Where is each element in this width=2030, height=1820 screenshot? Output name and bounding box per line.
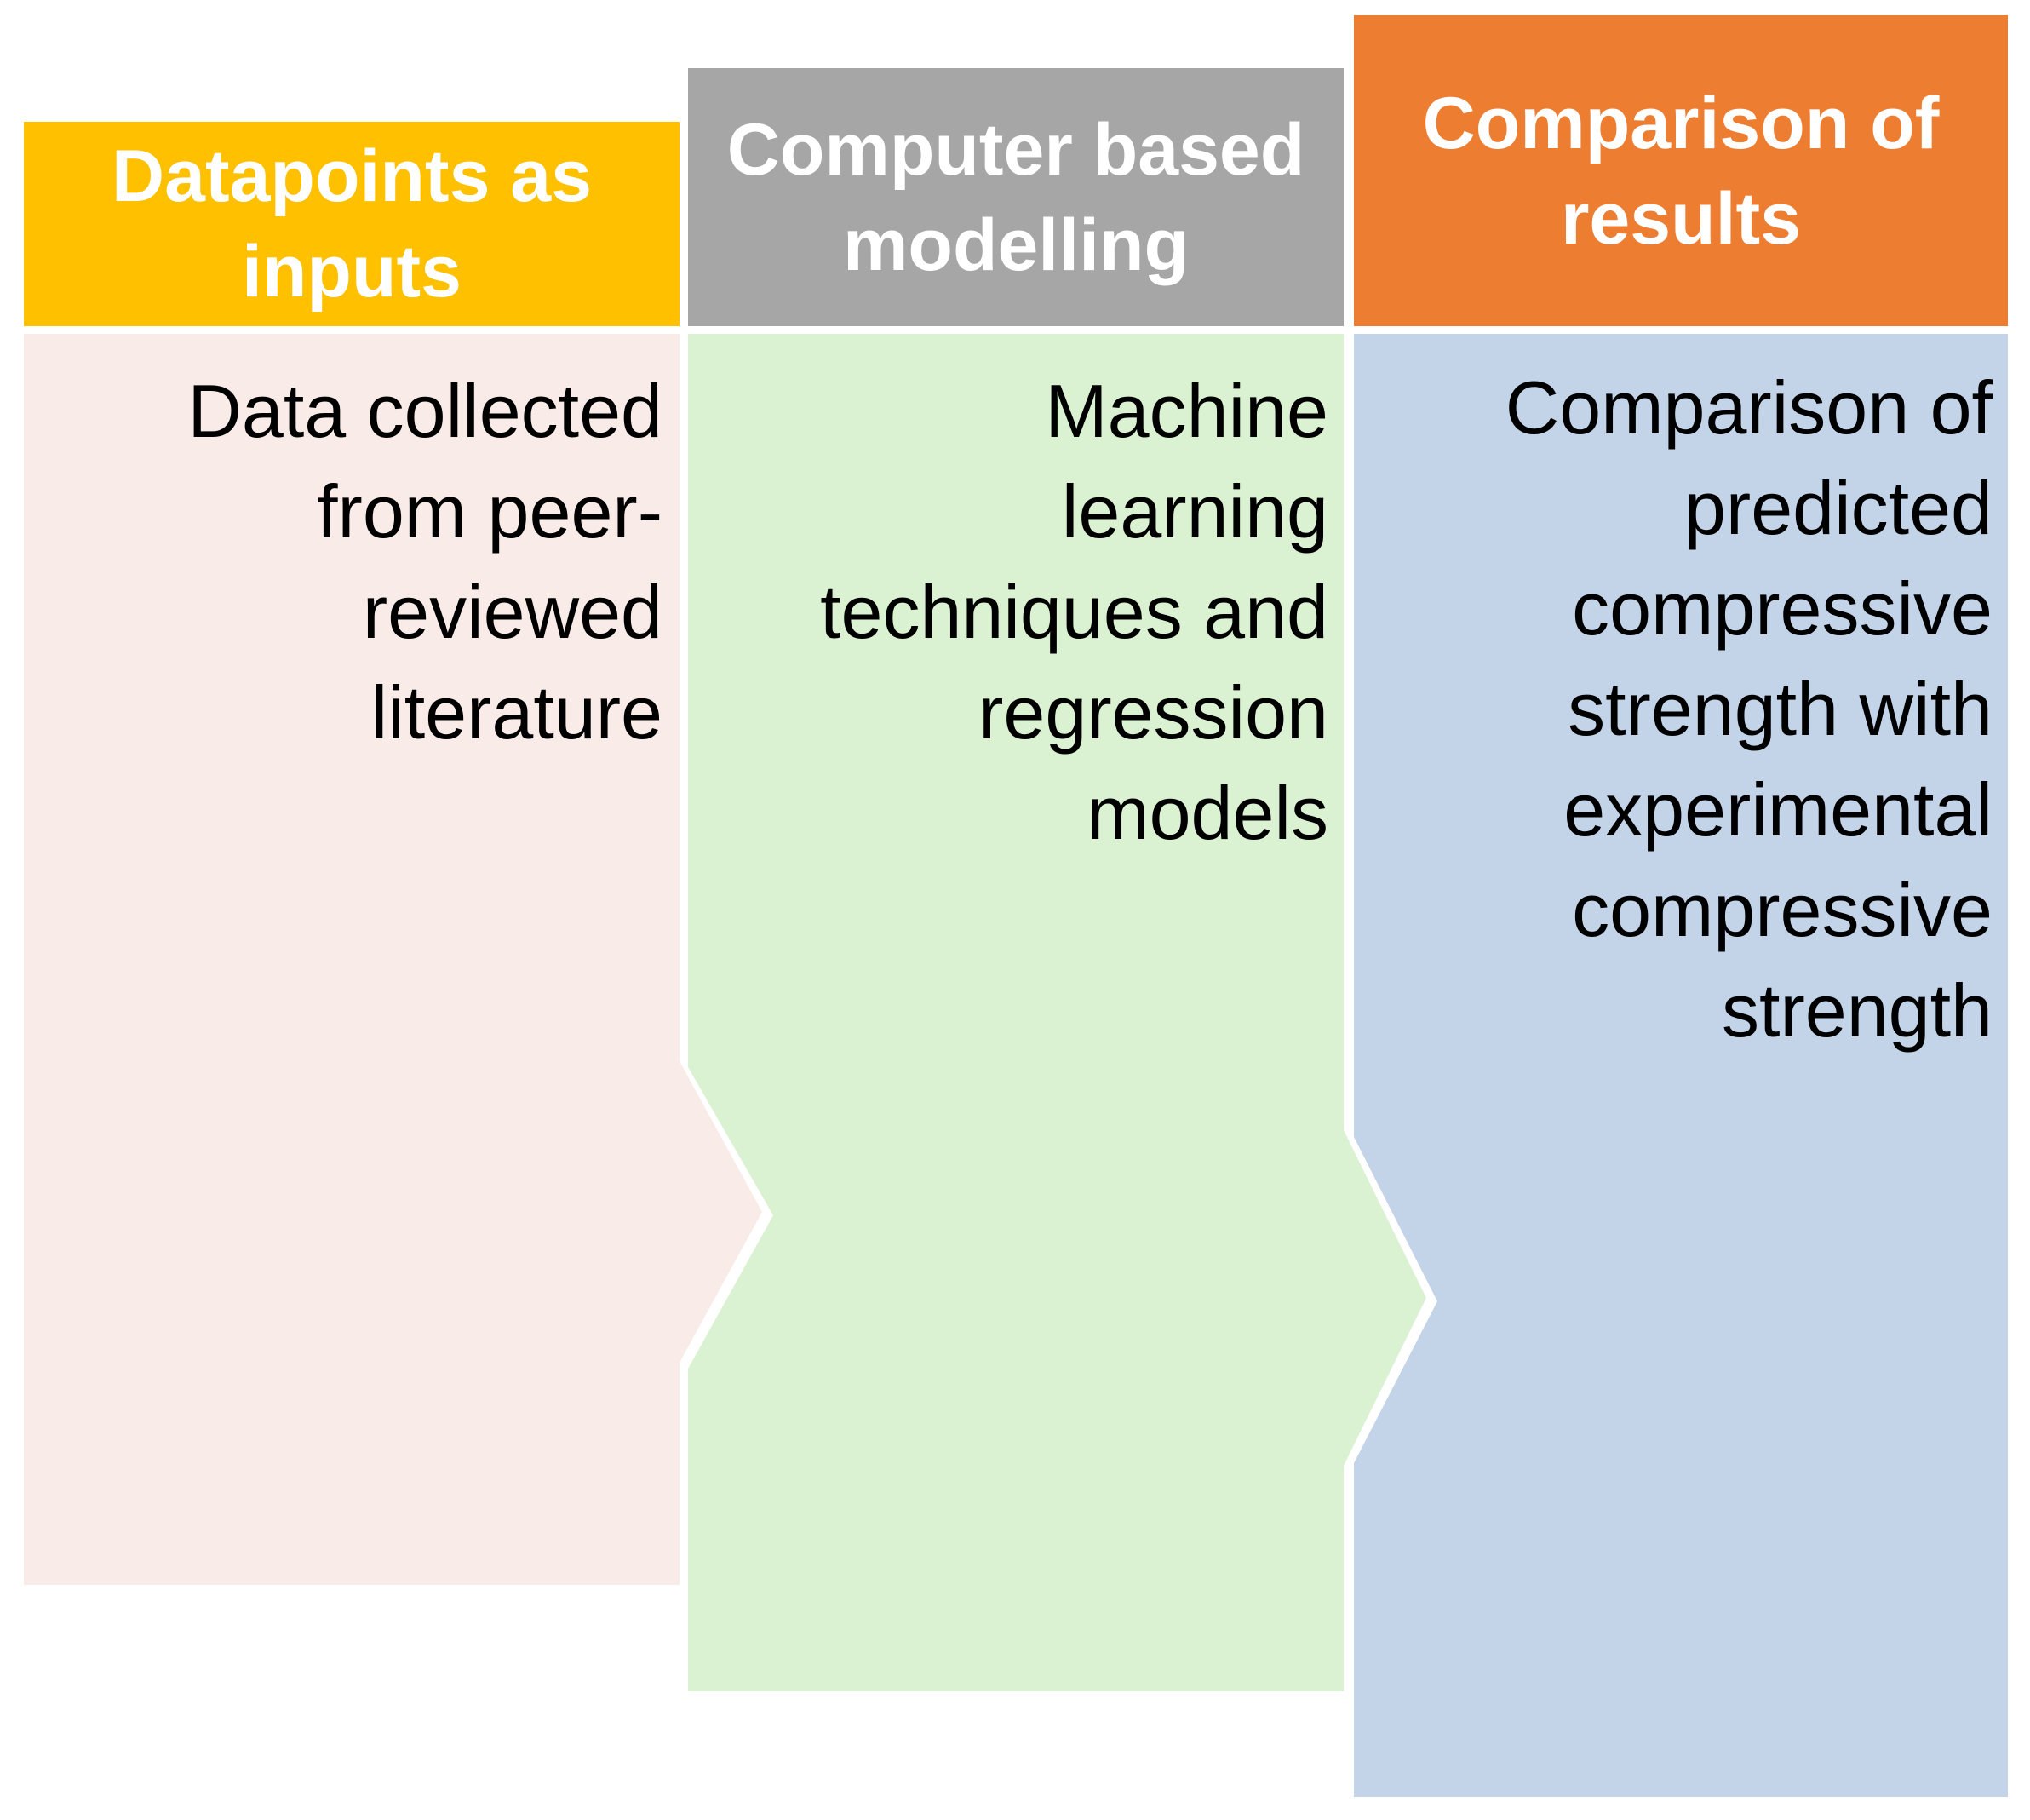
header-comparison-label: Comparison of results bbox=[1422, 82, 1940, 260]
header-comparison-of-results: Comparison of results bbox=[1354, 15, 2008, 326]
body-shape-modelling-chevron bbox=[688, 334, 1426, 1691]
header-datapoints-as-inputs: Datapoints as inputs bbox=[24, 122, 680, 326]
header-datapoints-label: Datapoints as inputs bbox=[112, 135, 592, 313]
body-text-modelling: Machine learning techniques and regressi… bbox=[820, 369, 1328, 855]
header-modelling-label: Computer based modelling bbox=[726, 108, 1305, 286]
header-computer-based-modelling: Computer based modelling bbox=[688, 68, 1344, 326]
body-text-comparison: Comparison of predicted compressive stre… bbox=[1505, 365, 1993, 1053]
body-shape-datapoints-chevron bbox=[24, 334, 762, 1585]
body-text-datapoints: Data collected from peer- reviewed liter… bbox=[187, 369, 662, 755]
body-shape-comparison-chevron bbox=[1354, 334, 2008, 1797]
